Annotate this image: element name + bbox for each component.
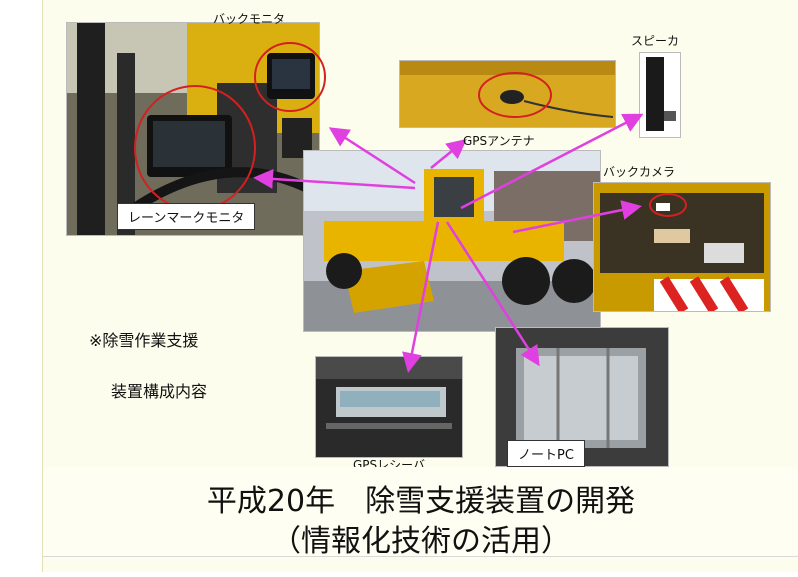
label-notebook-pc: ノートPC (507, 440, 585, 467)
motor-grader-photo (303, 150, 601, 332)
back-camera-photo (593, 182, 771, 312)
label-lane-mark-monitor: レーンマークモニタ (117, 203, 256, 230)
note-line-2: 装置構成内容 (111, 382, 208, 401)
gps-antenna-photo (399, 60, 616, 128)
title-line-2: （情報化技術の活用） (271, 524, 571, 559)
label-gps-antenna: GPSアンテナ (463, 134, 535, 148)
note-line-1: ※除雪作業支援 (89, 331, 199, 350)
slide: バックモニタ スピーカ GPSアンテナ バックカメラ レーンマークモニタ GPS… (42, 0, 798, 572)
title-band (43, 467, 798, 556)
title-line-1: 平成20年 除雪支援装置の開発 (206, 484, 636, 519)
label-speaker: スピーカ (631, 34, 680, 48)
label-back-monitor: バックモニタ (213, 12, 286, 26)
speaker-photo (639, 52, 681, 138)
label-back-camera: バックカメラ (603, 165, 676, 179)
bottom-divider (43, 556, 798, 557)
gps-receiver-photo (315, 356, 463, 458)
